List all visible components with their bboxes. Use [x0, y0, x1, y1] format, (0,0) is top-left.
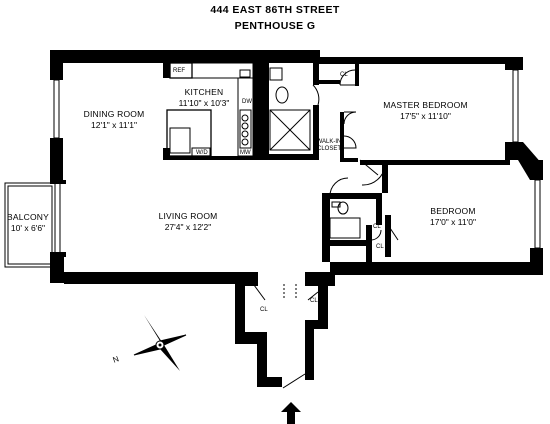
master-bedroom-dims: 17'5" x 11'10" — [400, 111, 451, 121]
dining-room-name: DINING ROOM — [83, 109, 145, 119]
dw-label: DW — [242, 99, 252, 105]
kitchen-label: KITCHEN 11'10" x 10'3" — [172, 87, 236, 109]
living-room-label: LIVING ROOM 27'4" x 12'2" — [148, 211, 228, 233]
compass-rose-icon — [133, 315, 187, 371]
walk-in-closet-label: WALK-IN CLOSET — [315, 139, 343, 153]
washer-dryer-label: W/D — [196, 150, 208, 156]
kitchen-fixtures — [166, 62, 254, 157]
bath-fixtures — [269, 67, 361, 239]
living-room-dims: 27'4" x 12'2" — [164, 222, 212, 232]
building-address: 444 EAST 86TH STREET — [210, 4, 340, 16]
dining-room-label: DINING ROOM 12'1" x 11'1" — [74, 109, 154, 131]
dining-room-dims: 12'1" x 11'1" — [91, 120, 137, 130]
closet-label-4: CL — [260, 307, 268, 313]
closet-label-1: CL — [340, 72, 348, 78]
kitchen-dims: 11'10" x 10'3" — [178, 98, 230, 108]
master-bedroom-label: MASTER BEDROOM 17'5" x 11'10" — [378, 100, 473, 122]
balcony-dims: 10' x 6'6" — [10, 223, 46, 233]
walk-in-label: WALK-IN — [316, 139, 342, 145]
kitchen-name: KITCHEN — [184, 87, 224, 97]
microwave-label: MW — [240, 150, 251, 156]
closet-label-3: CL — [376, 244, 384, 250]
door-swings — [253, 62, 399, 389]
interior-walls — [50, 63, 510, 262]
living-room-name: LIVING ROOM — [158, 211, 218, 221]
bedroom-bay-walls — [505, 142, 543, 180]
closet-label-2: CL — [373, 224, 381, 230]
balcony-outline — [4, 182, 56, 268]
closet-label-5: CL — [310, 298, 318, 304]
closet-word-label: CLOSET — [316, 146, 341, 152]
master-bedroom-name: MASTER BEDROOM — [383, 100, 468, 110]
entry-corridor — [283, 284, 297, 300]
bedroom-name: BEDROOM — [430, 206, 476, 216]
balcony-name: BALCONY — [6, 212, 50, 222]
bedroom-label: BEDROOM 17'0" x 11'0" — [418, 206, 488, 228]
balcony-label: BALCONY 10' x 6'6" — [4, 212, 52, 234]
unit-name: PENTHOUSE G — [234, 20, 316, 32]
ref-label: REF — [173, 68, 185, 74]
bedroom-dims: 17'0" x 11'0" — [430, 217, 476, 227]
entry-arrow-icon — [281, 402, 301, 424]
